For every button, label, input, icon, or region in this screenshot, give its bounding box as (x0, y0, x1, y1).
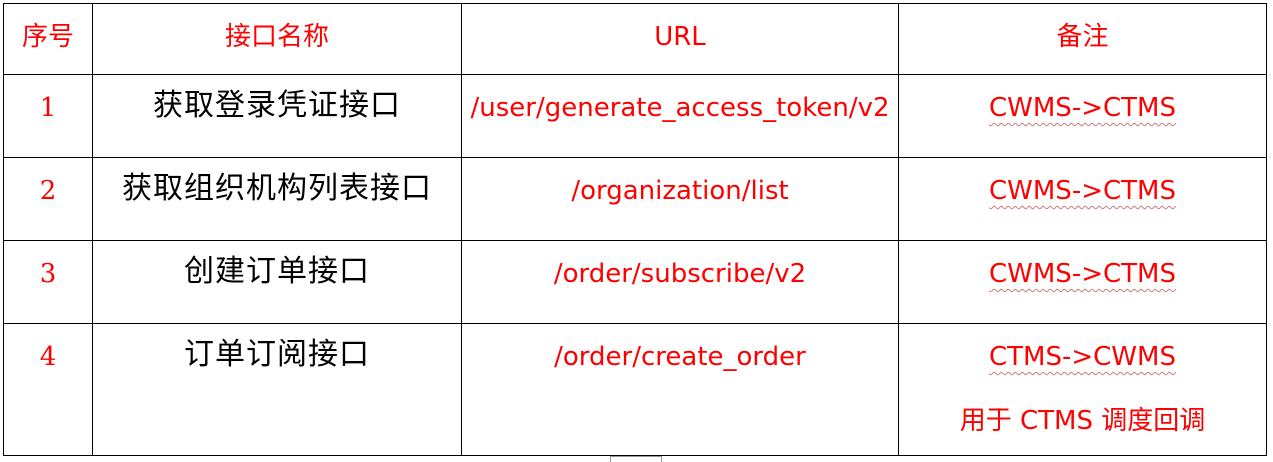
row-index-cell: 4 (3, 323, 93, 456)
row-url-cell: /organization/list (461, 157, 899, 241)
interface-table: 序号 接口名称 URL 备注 1 获取登录凭证接口 /user/generate… (3, 3, 1267, 456)
row-interface-name: 订单订阅接口 (184, 337, 370, 372)
row-interface-name: 创建订单接口 (184, 254, 370, 289)
row-name-cell: 获取登录凭证接口 (92, 74, 462, 158)
row-name-cell: 订单订阅接口 (92, 323, 462, 456)
row-url-cell: /order/create_order (461, 323, 899, 456)
row-interface-name: 获取登录凭证接口 (153, 88, 401, 123)
row-url: /user/generate_access_token/v2 (470, 93, 890, 123)
table-header-row: 序号 接口名称 URL 备注 (3, 3, 1267, 75)
header-index-label: 序号 (21, 22, 74, 52)
row-note-cell: CWMS->CTMS (898, 157, 1267, 241)
row-note: CWMS->CTMS (989, 176, 1176, 206)
table-row: 4 订单订阅接口 /order/create_order CTMS->CWMS … (3, 323, 1267, 456)
row-note-extra: 用于 CTMS 调度回调 (959, 406, 1206, 436)
header-cell-name: 接口名称 (92, 3, 462, 75)
row-url-cell: /user/generate_access_token/v2 (461, 74, 899, 158)
table-row: 3 创建订单接口 /order/subscribe/v2 CWMS->CTMS (3, 240, 1267, 324)
row-note-wrap: CTMS->CWMS (900, 325, 1266, 372)
page-edge-marker (610, 456, 662, 462)
row-note: CWMS->CTMS (989, 259, 1176, 289)
header-cell-note: 备注 (898, 3, 1267, 75)
row-name-cell: 获取组织机构列表接口 (92, 157, 462, 241)
row-index: 3 (39, 259, 57, 289)
row-url: /order/create_order (554, 342, 806, 372)
row-index: 1 (39, 93, 57, 123)
header-cell-url: URL (461, 3, 899, 75)
row-interface-name: 获取组织机构列表接口 (122, 171, 432, 206)
row-note-wrap: CWMS->CTMS (900, 159, 1266, 206)
row-index-cell: 1 (3, 74, 93, 158)
row-url: /order/subscribe/v2 (553, 259, 807, 289)
row-note-cell: CWMS->CTMS (898, 74, 1267, 158)
row-name-cell: 创建订单接口 (92, 240, 462, 324)
table-row: 1 获取登录凭证接口 /user/generate_access_token/v… (3, 74, 1267, 158)
row-url: /organization/list (571, 176, 789, 206)
header-url-label: URL (654, 22, 706, 52)
row-note-wrap: CWMS->CTMS (900, 76, 1266, 123)
row-note: CTMS->CWMS (989, 342, 1176, 372)
row-note: CWMS->CTMS (989, 93, 1176, 123)
header-name-label: 接口名称 (224, 22, 329, 52)
header-note-label: 备注 (1056, 22, 1109, 52)
row-index-cell: 3 (3, 240, 93, 324)
row-note-cell: CTMS->CWMS 用于 CTMS 调度回调 (898, 323, 1267, 456)
row-note-cell: CWMS->CTMS (898, 240, 1267, 324)
row-url-cell: /order/subscribe/v2 (461, 240, 899, 324)
table-row: 2 获取组织机构列表接口 /organization/list CWMS->CT… (3, 157, 1267, 241)
row-note-wrap: CWMS->CTMS (900, 242, 1266, 289)
row-index: 2 (39, 176, 57, 206)
row-index: 4 (39, 342, 57, 372)
header-cell-index: 序号 (3, 3, 93, 75)
row-index-cell: 2 (3, 157, 93, 241)
